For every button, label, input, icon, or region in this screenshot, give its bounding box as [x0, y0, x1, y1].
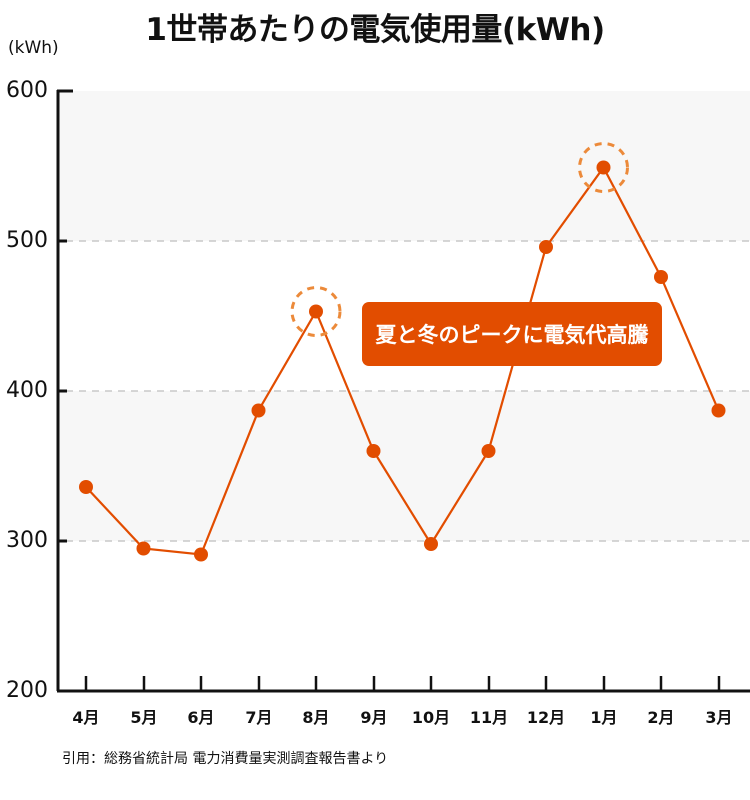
- highlight-ring: [290, 286, 342, 337]
- data-point: [79, 480, 93, 494]
- x-tick-label: 1月: [590, 708, 618, 727]
- highlight-ring: [578, 142, 629, 193]
- data-point: [711, 403, 726, 418]
- x-tick-label: 11月: [469, 708, 509, 727]
- source-citation: 引用：総務省統計局 電力消費量実測調査報告書より: [62, 751, 389, 767]
- plot-bands: [58, 91, 750, 541]
- y-axis-unit-label: (kWh): [8, 38, 59, 58]
- x-tick-label: 8月: [302, 708, 330, 727]
- data-point: [251, 403, 266, 418]
- data-point: [481, 444, 496, 458]
- x-tick-label: 4月: [72, 708, 100, 727]
- data-point: [136, 541, 151, 556]
- peak-callout: 夏と冬のピークに電気代高騰: [362, 302, 662, 366]
- data-point: [366, 444, 381, 458]
- data-point: [424, 537, 438, 551]
- x-tick-label: 9月: [360, 708, 388, 727]
- data-point: [654, 270, 668, 284]
- x-ticks: [84, 676, 721, 691]
- peak-highlight-rings: [290, 142, 629, 337]
- x-tick-label: 3月: [705, 708, 733, 727]
- data-point: [194, 547, 208, 562]
- x-tick-label: 12月: [526, 708, 566, 727]
- y-tick-label-200: 200: [6, 678, 48, 703]
- chart-title: 1世帯あたりの電気使用量(kWh): [145, 12, 605, 48]
- x-tick-label: 10月: [411, 708, 451, 727]
- data-point: [596, 160, 611, 175]
- x-tick-label: 5月: [130, 708, 158, 727]
- series-points: [79, 160, 726, 562]
- y-tick-label-500: 500: [6, 228, 48, 253]
- data-point: [539, 240, 553, 254]
- callout-text: 夏と冬のピークに電気代高騰: [375, 323, 649, 347]
- y-tick-label-400: 400: [6, 378, 48, 403]
- axes: [56, 89, 750, 693]
- y-tick-label-600: 600: [6, 78, 48, 103]
- gridlines: [66, 240, 750, 542]
- x-tick-label: 6月: [187, 708, 215, 727]
- x-tick-label: 2月: [647, 708, 675, 727]
- data-point: [309, 304, 323, 319]
- y-tick-label-300: 300: [6, 528, 48, 553]
- series-line: [85, 165, 720, 556]
- x-tick-label: 7月: [245, 708, 273, 727]
